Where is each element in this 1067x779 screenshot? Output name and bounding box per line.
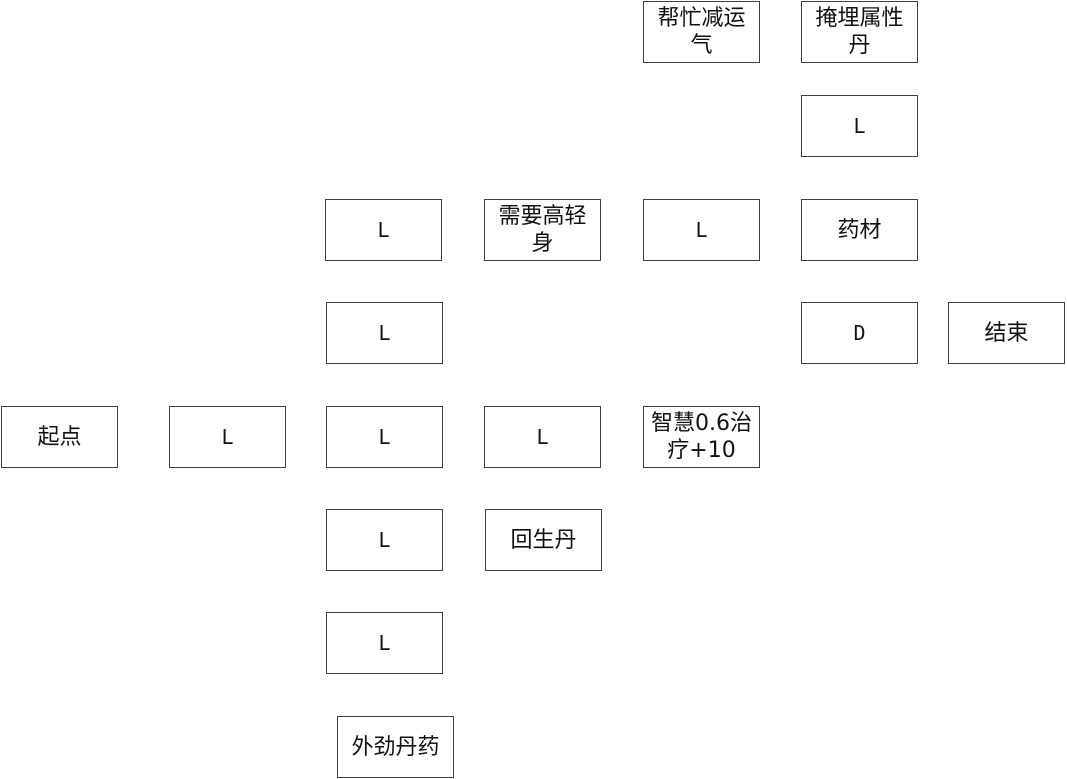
node-outer-pill: 外劲丹药 [337,716,454,778]
node-start: 起点 [1,406,118,468]
node-l: L [326,612,443,674]
node-bury-attr-pill: 掩埋属性丹 [801,1,918,63]
node-herbs: 药材 [801,199,918,261]
node-d: D [801,302,918,364]
node-l: L [325,199,442,261]
node-end: 结束 [948,302,1065,364]
node-l: L [326,509,443,571]
node-l: L [801,95,918,157]
node-l: L [643,199,760,261]
node-l: L [326,302,443,364]
node-l: L [326,406,443,468]
node-l: L [484,406,601,468]
node-need-agility: 需要高轻身 [484,199,601,261]
node-l: L [169,406,286,468]
node-reduce-luck: 帮忙减运气 [643,1,760,63]
node-wisdom-heal: 智慧0.6治疗+10 [643,406,760,468]
node-revive-pill: 回生丹 [485,509,602,571]
